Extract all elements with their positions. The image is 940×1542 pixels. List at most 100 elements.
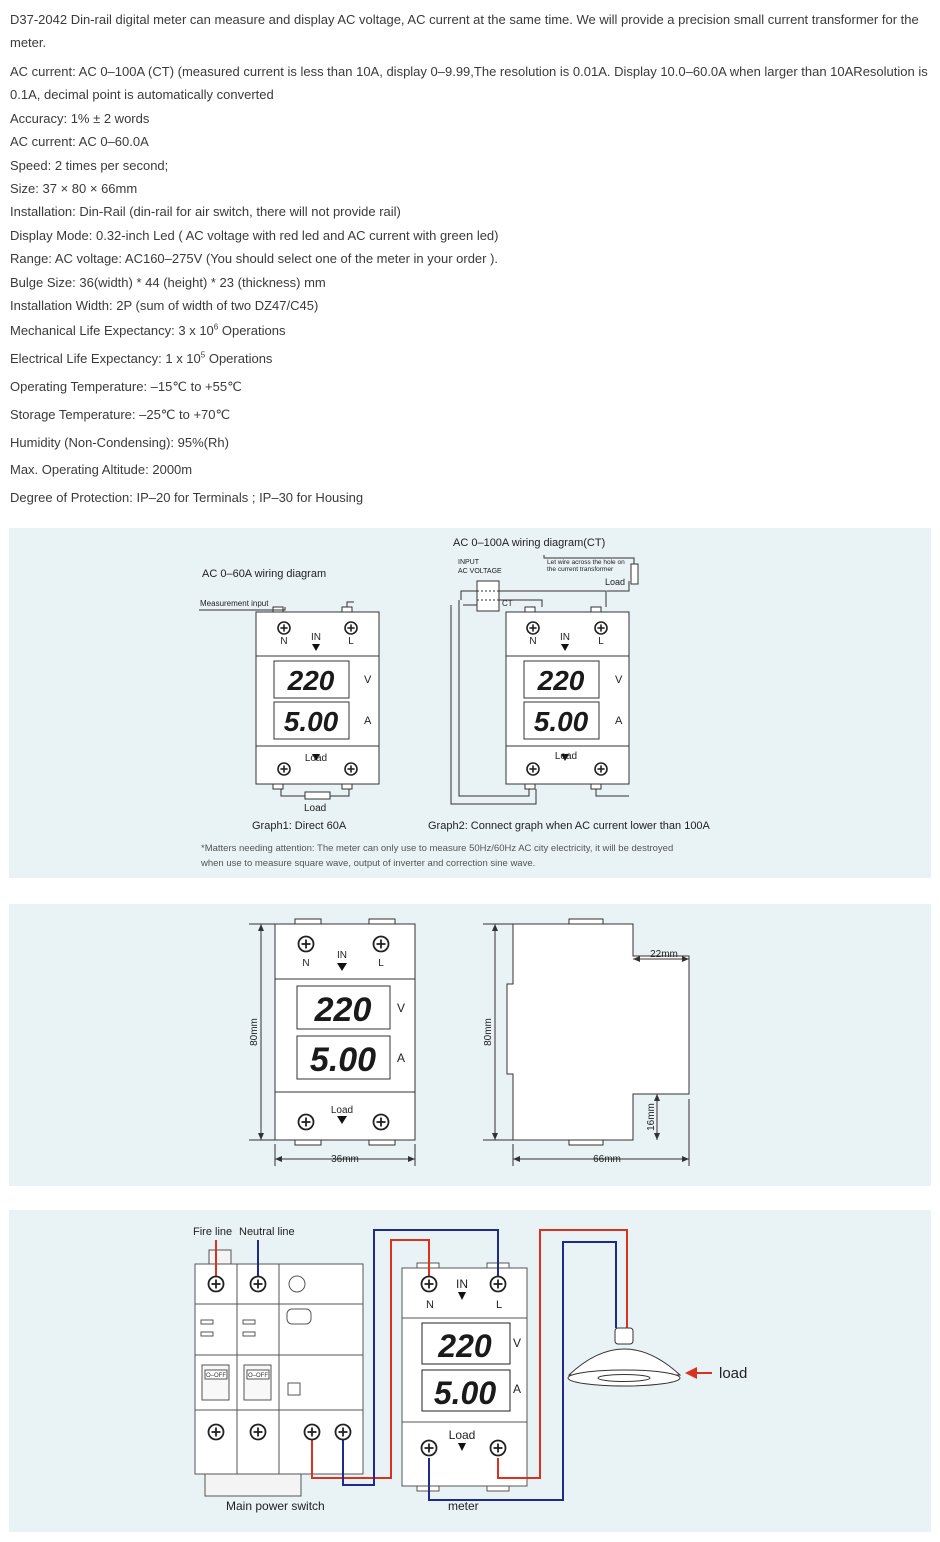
meter-label: meter (448, 1499, 479, 1513)
current-display: 5.00 (434, 1375, 496, 1411)
spec-row: Humidity (Non-Condensing): 95%(Rh) (10, 429, 935, 457)
spec-key: Bulge Size: (10, 274, 76, 290)
amp-unit: A (513, 1382, 521, 1396)
spec-key: AC current: (10, 134, 76, 150)
spec-row: Speed: 2 times per second; (10, 154, 935, 177)
load-label: Load (555, 751, 577, 762)
spec-row: Installation Width: 2P (sum of width of … (10, 294, 935, 317)
terminal-screw-icon (297, 1113, 315, 1131)
foot-dimension-label: 16mm (646, 1103, 657, 1131)
right-diagram-title: AC 0–100A wiring diagram(CT) (453, 537, 605, 549)
spec-key: Storage Temperature: (10, 406, 136, 422)
terminal-screw-icon (297, 935, 315, 953)
volt-unit: V (513, 1336, 521, 1350)
spec-key: Size: (10, 181, 39, 197)
current-display: 5.00 (534, 706, 589, 737)
main-power-switch-label: Main power switch (226, 1499, 325, 1513)
terminal-screw-icon (420, 1275, 438, 1293)
spec-value: 3 x 10 (174, 323, 214, 339)
spec-row: Installation: Din-Rail (din-rail for air… (10, 200, 935, 223)
spec-row: Size: 37 × 80 × 66mm (10, 177, 935, 200)
wiring-diagram: N L IN Load N L IN Load 220 5.00 220 5.0… (199, 537, 711, 869)
spec-value: AC voltage: AC160–275V (You should selec… (51, 251, 499, 267)
dimension-diagram: N L IN Load 220 5.00 V A 80mm 36mm 80mm … (249, 918, 690, 1166)
installation-wiring-diagram: O–OFF O–OFF N L IN Load 220 5.00 V A (193, 1226, 747, 1513)
spec-value: 36(width) * 44 (height) * 23 (thickness)… (75, 274, 326, 290)
left-load-label: Load (304, 803, 326, 814)
spec-key: Humidity (Non-Condensing): (10, 434, 175, 450)
spec-value: 37 × 80 × 66mm (38, 181, 138, 197)
fire-wire (497, 1229, 628, 1479)
terminal-screw-icon (334, 1423, 352, 1441)
spec-value: IP–20 for Terminals ; IP–30 for Housing (132, 490, 364, 506)
terminal-screw-icon (526, 762, 540, 776)
ac-voltage-label: AC VOLTAGE (458, 568, 502, 575)
neutral-line-label: Neutral line (239, 1226, 295, 1238)
spec-key: Operating Temperature: (10, 379, 148, 395)
wire-note-1: Let wire across the hole on (547, 559, 625, 566)
neutral-wire (342, 1229, 499, 1486)
height-dimension-label: 80mm (249, 1018, 260, 1046)
voltage-display: 220 (437, 1328, 492, 1364)
spec-value: 2000m (148, 462, 193, 478)
load-label: Load (331, 1105, 353, 1116)
wiring-diagram-panel: N L IN Load N L IN Load 220 5.00 220 5.0… (9, 528, 931, 878)
attention-note-2: when use to measure square wave, output … (200, 858, 535, 869)
fire-line-label: Fire line (193, 1226, 232, 1238)
spec-row: Degree of Protection: IP–20 for Terminal… (10, 484, 935, 512)
terminal-screw-icon (489, 1275, 507, 1293)
dimension-diagram-panel: N L IN Load 220 5.00 V A 80mm 36mm 80mm … (9, 904, 931, 1186)
in-label: IN (311, 632, 321, 643)
volt-unit: V (397, 1001, 405, 1015)
current-display: 5.00 (310, 1041, 376, 1079)
spec-key: Max. Operating Altitude: (10, 462, 149, 478)
terminal-screw-icon (344, 621, 358, 635)
voltage-display: 220 (314, 991, 372, 1029)
right-caption: Graph2: Connect graph when AC current lo… (428, 820, 711, 832)
load-label: Load (449, 1428, 476, 1442)
spec-value: AC 0–60.0A (75, 134, 149, 150)
terminal-screw-icon (303, 1423, 321, 1441)
spec-row: Display Mode: 0.32-inch Led ( AC voltage… (10, 224, 935, 247)
spec-row: Range: AC voltage: AC160–275V (You shoul… (10, 247, 935, 270)
spec-value: –25℃ to +70℃ (135, 406, 231, 422)
spec-value: 2 times per second; (51, 157, 169, 173)
load-arrow-label: load (719, 1365, 747, 1382)
amp-unit: A (397, 1051, 405, 1065)
intro-paragraph: D37-2042 Din-rail digital meter can meas… (10, 12, 919, 50)
depth-dimension-label: 66mm (593, 1154, 621, 1165)
spec-row: Mechanical Life Expectancy: 3 x 106 Oper… (10, 317, 935, 345)
left-diagram-title: AC 0–60A wiring diagram (202, 568, 326, 580)
spec-list: AC current: AC 0–100A (CT) (measured cur… (10, 60, 935, 512)
spec-value: 2P (sum of width of two DZ47/C45) (112, 298, 319, 314)
volt-unit: V (615, 674, 623, 686)
right-load-label: Load (605, 577, 625, 587)
spec-row: AC current: AC 0–100A (CT) (measured cur… (10, 60, 935, 107)
terminal-screw-icon (207, 1423, 225, 1441)
voltage-display: 220 (287, 665, 335, 696)
terminal-screw-icon (344, 762, 358, 776)
terminal-screw-icon (526, 621, 540, 635)
terminal-screw-icon (594, 621, 608, 635)
terminal-n-label: N (302, 958, 309, 969)
terminal-screw-icon (277, 621, 291, 635)
off-label: O–OFF (206, 1373, 226, 1379)
voltage-display: 220 (537, 665, 585, 696)
terminal-l-label: L (378, 958, 384, 969)
spec-key: Mechanical Life Expectancy: (10, 323, 175, 339)
left-caption: Graph1: Direct 60A (252, 820, 347, 832)
terminal-screw-icon (249, 1423, 267, 1441)
spec-value: –15℃ to +55℃ (147, 379, 242, 395)
terminal-screw-icon (277, 762, 291, 776)
attention-note-1: *Matters needing attention: The meter ca… (201, 843, 673, 854)
spec-value: 1% ± 2 words (67, 110, 150, 126)
terminal-n-label: N (280, 636, 287, 647)
spec-key: Installation: (10, 204, 76, 220)
input-label: INPUT (458, 559, 480, 566)
terminal-screw-icon (207, 1275, 225, 1293)
terminal-n-label: N (529, 636, 536, 647)
in-label: IN (456, 1277, 468, 1291)
spec-row: Max. Operating Altitude: 2000m (10, 456, 935, 484)
terminal-screw-icon (594, 762, 608, 776)
spec-key: Degree of Protection: (10, 490, 133, 506)
